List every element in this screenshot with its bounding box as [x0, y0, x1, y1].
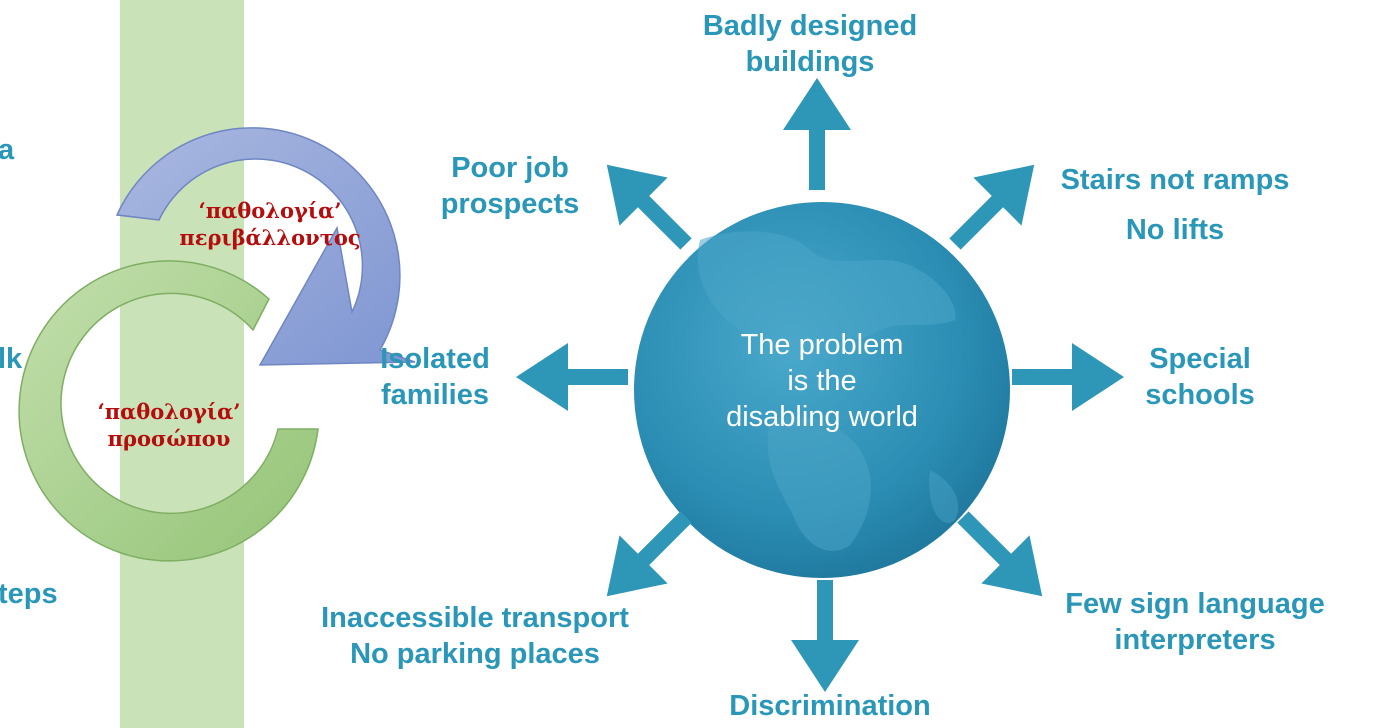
- label-few-sign-language: Few sign language interpreters: [1035, 586, 1355, 658]
- label-person-pathology: ‘παθολογία’ προσώπου: [74, 398, 264, 452]
- arrow-down-left: [606, 511, 692, 597]
- label-special-schools: Special schools: [1110, 341, 1290, 413]
- globe-caption-line-3: disabling world: [726, 401, 918, 433]
- globe-caption-line-1: The problem: [740, 329, 904, 361]
- label-line: Poor job: [451, 152, 569, 184]
- arrow-up-right: [949, 164, 1035, 250]
- label-badly-designed-buildings: Badly designed buildings: [660, 8, 960, 80]
- environment-cycle-arc: [115, 127, 416, 366]
- greek-line: ‘παθολογία’: [198, 198, 342, 223]
- cropped-fragment-lk: lk: [0, 343, 23, 375]
- label-line: Stairs not ramps: [1060, 164, 1290, 196]
- label-line: prospects: [440, 188, 580, 220]
- label-line: interpreters: [1114, 624, 1276, 656]
- arrow-down-right: [957, 511, 1043, 597]
- label-line: Special: [1149, 343, 1251, 375]
- arrows-group: [516, 78, 1124, 692]
- cropped-fragment-teps: teps: [0, 578, 58, 610]
- label-stairs-no-lifts: Stairs not ramps No lifts: [1030, 155, 1320, 255]
- label-isolated-families: Isolated families: [355, 341, 515, 413]
- label-line: schools: [1145, 379, 1255, 411]
- green-band: [120, 0, 244, 728]
- label-line: buildings: [745, 46, 875, 78]
- arrow-right: [1012, 343, 1124, 411]
- arrow-left: [516, 343, 628, 411]
- globe: [634, 202, 1010, 578]
- label-line: No parking places: [350, 638, 600, 670]
- globe-caption: The problem is the disabling world: [672, 327, 972, 435]
- label-line: Isolated: [380, 343, 490, 375]
- greek-line: περιβάλλοντος: [179, 225, 361, 250]
- greek-line: ‘παθολογία’: [97, 399, 241, 424]
- greek-line: προσώπου: [107, 426, 231, 451]
- person-cycle-arc: [18, 260, 319, 562]
- label-line: Badly designed: [702, 10, 918, 42]
- label-environment-pathology: ‘παθολογία’ περιβάλλοντος: [160, 197, 380, 251]
- label-inaccessible-transport: Inaccessible transport No parking places: [285, 600, 665, 672]
- arrow-down: [791, 580, 859, 692]
- label-line: Inaccessible transport: [321, 602, 629, 634]
- label-discrimination: Discrimination: [680, 688, 980, 724]
- globe-caption-line-2: is the: [787, 365, 857, 397]
- arrow-up: [783, 78, 851, 190]
- label-line: No lifts: [1125, 214, 1225, 246]
- label-line: families: [381, 379, 489, 411]
- label-poor-job-prospects: Poor job prospects: [415, 150, 605, 222]
- label-line: Discrimination: [729, 690, 931, 722]
- arrow-up-left: [606, 164, 692, 250]
- cropped-fragment-a: a: [0, 134, 15, 166]
- label-line: Few sign language: [1065, 588, 1325, 620]
